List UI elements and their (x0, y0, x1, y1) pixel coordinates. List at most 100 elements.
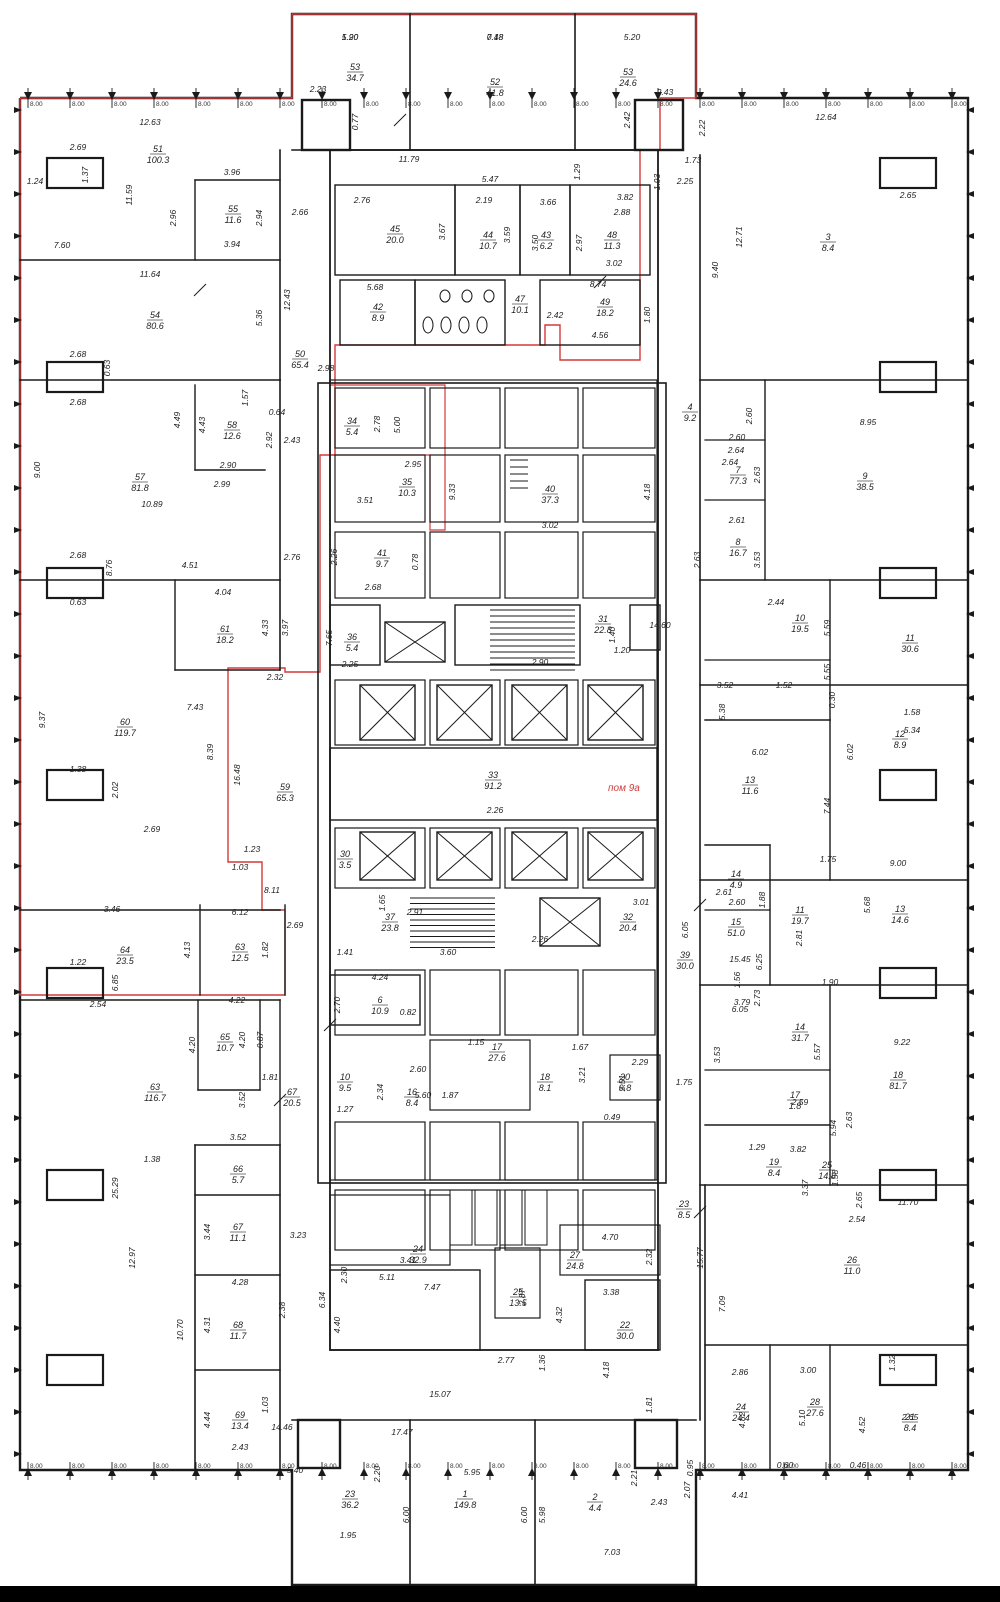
dimension-label: 2.23 (309, 84, 327, 94)
dimension-label: 2.69 (69, 142, 87, 152)
dimension-label: 1.56 (732, 971, 742, 988)
dimension-label: 1.24 (27, 176, 44, 186)
dimension-label: 2.63 (844, 1111, 854, 1129)
dimension-label: 1.29 (572, 163, 582, 180)
dimension-label: 2.78 (372, 415, 382, 433)
axis-arrow (570, 1468, 578, 1476)
elevator-shaft (539, 897, 601, 947)
side-axis-arrow (966, 821, 974, 827)
room-area: 3.5 (339, 860, 353, 870)
dimension-label: 8.76 (104, 559, 114, 576)
dimension-label: 2.19 (475, 195, 493, 205)
axis-arrow (360, 92, 368, 100)
dimension-label: 25.29 (110, 1177, 120, 1200)
dimension-label: 0.30 (827, 691, 837, 708)
dimension-label: 0.95 (685, 1459, 695, 1476)
dimension-tick (323, 1018, 337, 1032)
room-area: 4.4 (589, 1503, 602, 1513)
dimension-label: 6.25 (754, 953, 764, 970)
dimension-label: 2.92 (264, 431, 274, 449)
room-number: 14 (795, 1022, 805, 1032)
side-axis-arrow (14, 149, 22, 155)
dimension-label: 3.94 (224, 239, 241, 249)
facade-window (45, 156, 105, 190)
duct (449, 1189, 473, 1246)
room-area: 22.8 (593, 625, 612, 635)
room-area: 27.6 (487, 1053, 506, 1063)
dimension-label: 3.02 (606, 258, 623, 268)
dimension-label: 4.04 (215, 587, 232, 597)
axis-tick-label: 8.00 (198, 1463, 211, 1470)
dimension-label: 1.22 (70, 957, 87, 967)
dimension-label: 1.81 (644, 1396, 654, 1413)
dimension-label: 8.11 (264, 885, 280, 895)
dimension-label: 2.66 (291, 207, 309, 217)
dimension-label: 1.73 (685, 155, 702, 165)
dimension-label: 2.86 (731, 1367, 749, 1377)
side-axis-arrow (14, 779, 22, 785)
side-axis-arrow (14, 989, 22, 995)
axis-tick-label: 8.00 (912, 1463, 925, 1470)
room-number: 45 (390, 224, 401, 234)
room-number: 58 (227, 420, 237, 430)
side-axis-arrow (966, 1367, 974, 1373)
dimension-label: 7.09 (717, 1295, 727, 1312)
elevator-cross (359, 831, 416, 881)
room-number: 53 (350, 62, 360, 72)
axis-tick-label: 8.00 (618, 1463, 631, 1470)
dimension-tick (593, 275, 607, 289)
dimension-label: 2.70 (332, 996, 342, 1014)
axis-tick-label: 8.00 (450, 101, 463, 108)
axis-tick-label: 8.00 (534, 101, 547, 108)
axis-tick-label: 8.00 (954, 1463, 967, 1470)
room-number: 22 (619, 1320, 630, 1330)
dimension-label: 3.97 (280, 619, 290, 636)
shaft-cell (504, 827, 579, 889)
axis-arrow (780, 1468, 788, 1476)
room-number: 40 (545, 484, 555, 494)
axis-tick-label: 8.00 (660, 1463, 673, 1470)
axis-tick-label: 8.00 (618, 101, 631, 108)
room-area: 11.6 (742, 786, 759, 796)
wall-outline (539, 279, 641, 346)
dimension-label: 3.52 (717, 680, 734, 690)
axis-tick-label: 8.00 (408, 1463, 421, 1470)
elevator-shaft (359, 831, 416, 881)
room-area: 80.6 (146, 321, 164, 331)
room-area: 23.5 (115, 956, 135, 966)
dimension-label: 4.52 (737, 1411, 747, 1428)
side-axis-arrow (966, 443, 974, 449)
elevator-cross (587, 831, 644, 881)
room-number: 7 (735, 465, 741, 475)
room-area: 30.0 (616, 1331, 634, 1341)
shaft-cell (504, 531, 579, 599)
dimension-label: 8.39 (205, 743, 215, 760)
facade-window (45, 566, 105, 600)
room-number: 18 (540, 1072, 550, 1082)
dimension-label: 0.49 (604, 1112, 621, 1122)
shaft-cell (582, 969, 656, 1036)
dimension-label: 2.94 (254, 209, 264, 227)
side-axis-arrow (14, 1031, 22, 1037)
elevator-cross (436, 684, 493, 741)
room-area: 19.7 (791, 916, 810, 926)
wall-outline (629, 604, 661, 651)
side-axis-arrow (14, 947, 22, 953)
room-area: 8.4 (822, 243, 835, 253)
room-number: 24 (412, 1244, 423, 1254)
facade-window (878, 360, 938, 394)
axis-tick-label: 8.00 (660, 101, 673, 108)
dimension-label: 17.47 (391, 1427, 413, 1437)
room-area: 23.8 (380, 923, 399, 933)
axis-arrow (24, 1468, 32, 1476)
dimension-label: 2.20 (372, 1465, 382, 1483)
side-axis-arrow (966, 1451, 974, 1457)
dimension-label: 11.59 (124, 184, 134, 205)
room-area: 24.8 (565, 1261, 584, 1271)
side-axis-arrow (966, 695, 974, 701)
dimension-label: 3.82 (790, 1144, 807, 1154)
shaft-cell (429, 1121, 501, 1181)
duct (499, 1189, 523, 1246)
dimension-label: 10.70 (175, 1319, 185, 1341)
axis-tick-label: 8.00 (786, 101, 799, 108)
